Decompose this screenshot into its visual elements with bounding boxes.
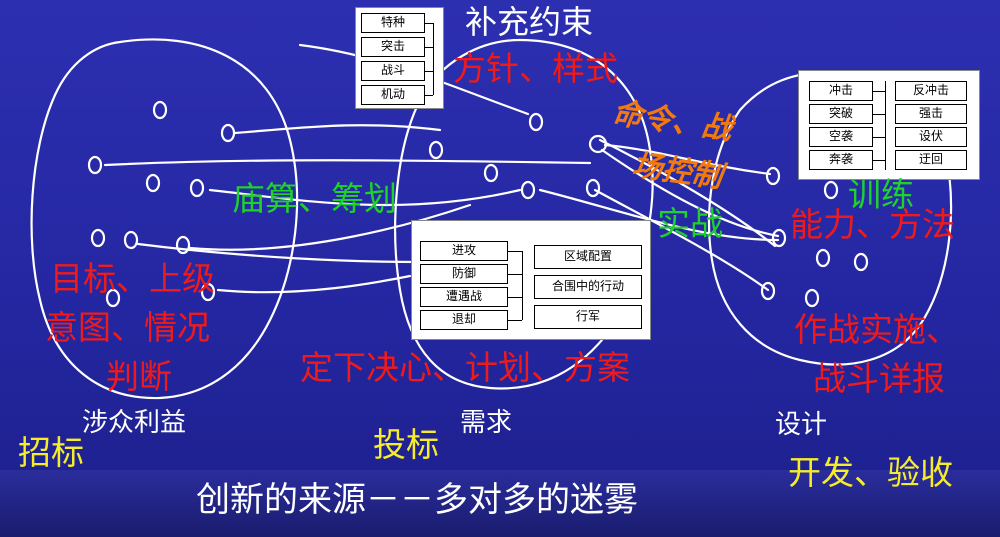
goal-label-line1: 目标、上级: [50, 259, 215, 298]
table-middle-right-cell: 合围中的行动: [534, 275, 642, 299]
table-top-cell: 机动: [361, 85, 425, 105]
table-right-left-cell: 突破: [809, 104, 873, 124]
training-label: 训练: [848, 175, 914, 214]
stakeholders-label: 涉众利益: [82, 408, 187, 438]
stakeholders-oval: [30, 38, 299, 400]
table-right-right-cell: 反冲击: [895, 81, 967, 101]
table-middle-right-cell: 行军: [534, 305, 642, 329]
goal-label-line3: 判断: [106, 357, 172, 396]
ability-label: 能力、方法: [790, 205, 955, 244]
combat-label: 实战: [657, 204, 723, 243]
table-right-left-cell: 奔袭: [809, 150, 873, 170]
footer-band: [0, 470, 1000, 537]
slide-title: 补充约束: [465, 3, 594, 41]
table-right-right-cell: 强击: [895, 104, 967, 124]
guideline-label: 方针、样式: [453, 49, 618, 88]
table-top-cell: 特种: [361, 13, 425, 33]
bid-submit-label: 投标: [373, 425, 439, 464]
table-middle-left-cell: 退却: [420, 310, 508, 330]
table-right-right-cell: 迂回: [895, 150, 967, 170]
table-top-cell: 突击: [361, 37, 425, 57]
design-label: 设计: [775, 410, 828, 440]
table-middle-left-cell: 遭遇战: [420, 287, 508, 307]
implement-label-line2: 战斗详报: [813, 359, 945, 398]
table-right-left-cell: 冲击: [809, 81, 873, 101]
implement-label-line1: 作战实施、: [794, 310, 959, 349]
table-middle: 进攻 防御 遭遇战 退却 区域配置 合围中的行动 行军: [411, 220, 651, 340]
table-right: 冲击 突破 空袭 奔袭 反冲击 强击 设伏 迂回: [798, 70, 980, 180]
goal-label-line2: 意图、情况: [45, 308, 210, 347]
planning-label: 庙算、筹划: [232, 179, 397, 218]
table-top-cell: 战斗: [361, 61, 425, 81]
table-middle-left-cell: 进攻: [420, 241, 508, 261]
slide-footer: 创新的来源－－多对多的迷雾: [196, 480, 638, 520]
requirements-label: 需求: [460, 408, 513, 438]
table-top: 特种 突击 战斗 机动: [355, 7, 444, 109]
table-right-left-cell: 空袭: [809, 127, 873, 147]
dev-accept-label: 开发、验收: [788, 453, 953, 492]
bid-invite-label: 招标: [18, 433, 84, 472]
table-middle-right-cell: 区域配置: [534, 245, 642, 269]
decision-label: 定下决心、计划、方案: [300, 348, 630, 387]
table-right-right-cell: 设伏: [895, 127, 967, 147]
table-middle-left-cell: 防御: [420, 264, 508, 284]
